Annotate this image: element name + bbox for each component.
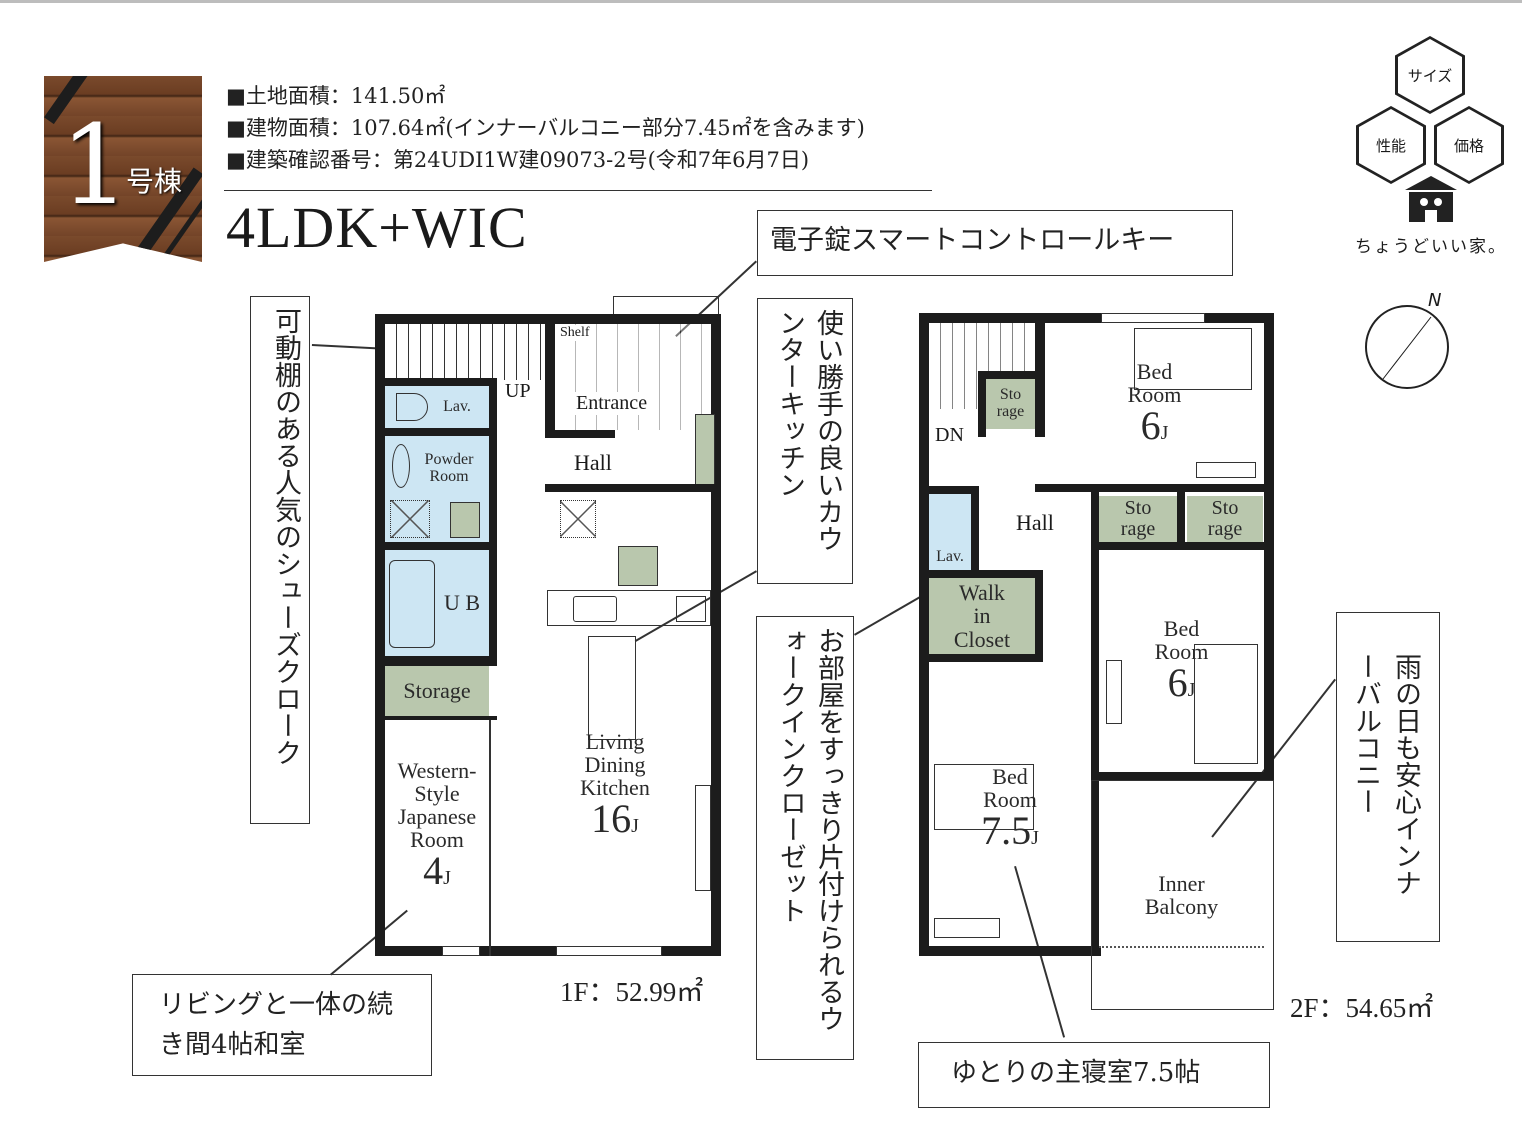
room-walk-in-closet: Walk in Closet — [929, 578, 1035, 654]
kitchen-counter — [547, 590, 711, 626]
bed — [934, 764, 1034, 830]
room-inner-balcony: Inner Balcony — [1144, 870, 1219, 919]
desk — [934, 918, 1000, 938]
compass-icon — [1365, 305, 1449, 389]
kitchen-sink-icon — [573, 596, 617, 622]
north-label: N — [1428, 290, 1442, 311]
callout-walk-in-closet: お部屋をすっきり片付けられるウォークインクローゼット — [756, 616, 854, 1060]
house-icon — [1405, 176, 1457, 222]
callout-shoe-cloak: 可動棚のある人気のシューズクローク — [250, 296, 310, 824]
washer-space — [390, 500, 430, 538]
hex-price: 価格 — [1434, 106, 1504, 184]
top-border — [0, 0, 1522, 3]
sink-icon — [392, 444, 410, 488]
property-info: ■土地面積：141.50㎡ ■建物面積：107.64㎡(インナーバルコニー部分7… — [226, 80, 865, 176]
hex-performance: 性能 — [1356, 106, 1426, 184]
callout-inner-balcony: 雨の日も安心インナーバルコニー — [1336, 612, 1440, 942]
room-ldk: Living Dining Kitchen 16J — [580, 729, 650, 842]
balcony-outline — [1091, 780, 1274, 1010]
brand-logo: サイズ 性能 価格 — [1340, 30, 1510, 260]
hex-size: サイズ — [1395, 36, 1465, 114]
floor2-area: 2F：54.65㎡ — [1290, 993, 1434, 1023]
shoe-cloak — [695, 414, 715, 486]
confirmation-number: ■建築確認番号：第24UDI1W建09073-2号(令和7年6月7日) — [226, 148, 810, 172]
plan-type-title: 4LDK+WIC — [226, 195, 528, 260]
under-floor-storage-icon — [450, 502, 480, 538]
leader-line — [854, 594, 925, 636]
room-storage-b: Sto rage — [1099, 496, 1177, 542]
toilet-icon — [396, 393, 428, 421]
shelf-label: Shelf — [558, 325, 592, 341]
room-lav-2f: Lav. — [929, 494, 971, 570]
leader-line — [330, 909, 408, 976]
stair-up-label: UP — [505, 380, 531, 402]
callout-japanese-room: リビングと一体の続き間4帖和室 — [132, 974, 432, 1076]
building-number: 1 — [60, 101, 130, 229]
room-storage-stair: Sto rage — [986, 379, 1035, 429]
building-number-badge: 1 号棟 — [44, 76, 202, 262]
hall-label-2f: Hall — [1016, 510, 1054, 535]
floor1-area: 1F：52.99㎡ — [560, 977, 704, 1007]
bathtub-icon — [389, 560, 435, 648]
desk — [1106, 660, 1122, 724]
room-storage-c: Sto rage — [1187, 496, 1263, 542]
callout-counter-kitchen: 使い勝手の良いカウンターキッチン — [757, 298, 853, 584]
callout-smart-key: 電子錠スマートコントロールキー — [757, 210, 1233, 276]
entrance-label: Entrance — [574, 392, 650, 415]
balcony-boundary — [1099, 946, 1264, 948]
room-bedroom-c: Bed Room 7.5J — [981, 763, 1039, 854]
stove-icon — [676, 596, 706, 622]
desk — [1196, 462, 1256, 478]
bed — [1194, 644, 1258, 764]
under-floor-storage-icon-ldk — [618, 546, 658, 586]
building-suffix: 号棟 — [126, 165, 183, 198]
hall-label-1f: Hall — [574, 450, 612, 475]
room-japanese-style: Western- Style Japanese Room 4J — [397, 757, 477, 894]
tv-stand — [695, 785, 711, 891]
stair-down-label: DN — [935, 424, 964, 446]
land-area: ■土地面積：141.50㎡ — [226, 84, 446, 108]
room-bedroom-a: Bed Room 6J — [1127, 358, 1182, 449]
building-area: ■建物面積：107.64㎡(インナーバルコニー部分7.45㎡を含みます) — [226, 116, 865, 140]
logo-tagline: ちょうどいい家。 — [1355, 237, 1507, 257]
dining-table — [588, 636, 636, 740]
room-storage-1f: Storage — [385, 666, 489, 716]
callout-master-bedroom: ゆとりの主寝室7.5帖 — [918, 1042, 1270, 1108]
bed — [1134, 328, 1252, 390]
hatch — [560, 500, 596, 538]
divider — [224, 190, 932, 191]
